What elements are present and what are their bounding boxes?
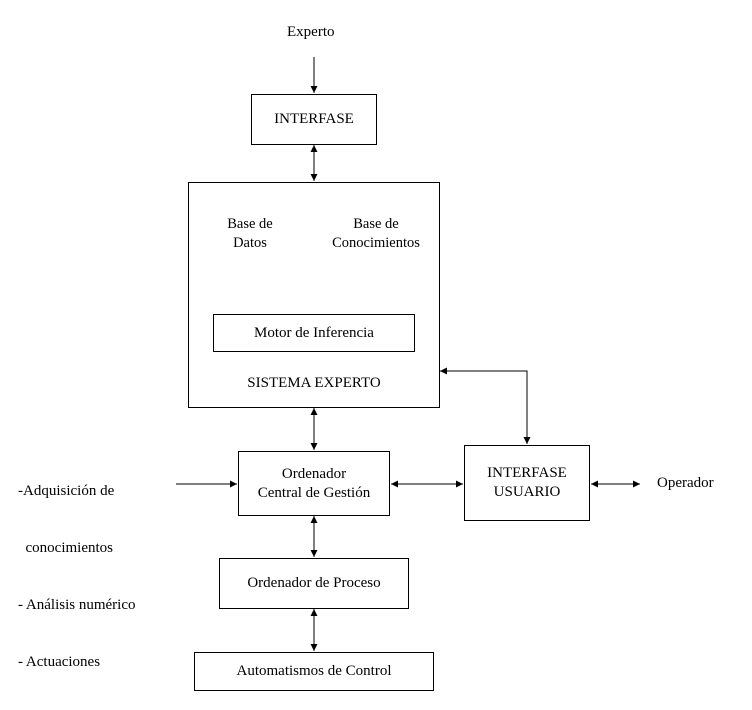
automatismos-box: Automatismos de Control [194,652,434,691]
base-datos-label: Base de Datos [227,216,273,251]
input-item: -Adquisición de [18,483,115,499]
base-conocimientos-label: Base de Conocimientos [332,216,420,251]
ordenador-proceso-box: Ordenador de Proceso [219,558,409,609]
inputs-list: -Adquisición de conocimientos - Análisis… [18,444,135,710]
experto-label: Experto [287,24,335,40]
motor-inferencia-box: Motor de Inferencia [213,314,415,352]
input-item: - Actuaciones [18,654,101,670]
arrow-sistema-usuario [440,367,531,444]
ordenador-central-box: Ordenador Central de Gestión [238,451,390,516]
input-item: - Análisis numérico [18,597,136,613]
sistema-experto-label: SISTEMA EXPERTO [247,375,381,391]
interfase-box: INTERFASE [251,94,377,145]
interfase-usuario-box: INTERFASE USUARIO [464,445,590,521]
operador-label: Operador [657,475,714,491]
sistema-experto-box: SISTEMA EXPERTO [188,182,440,408]
input-item: conocimientos [18,540,113,556]
